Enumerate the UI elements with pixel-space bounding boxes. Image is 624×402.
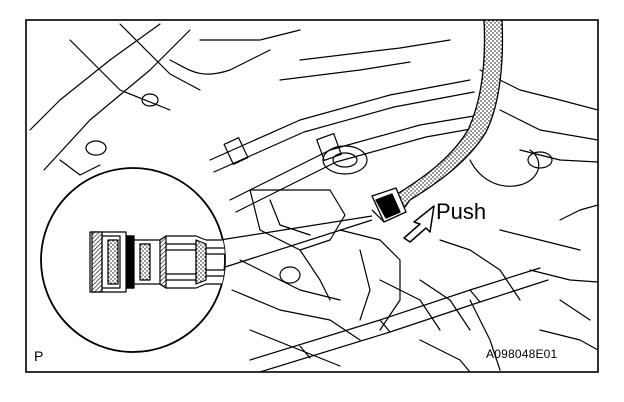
figure-code: A098048E01 <box>486 347 558 361</box>
detail-callout-circle <box>40 167 226 353</box>
callout-leaders <box>219 215 373 269</box>
engine-bay-linework <box>29 23 598 372</box>
fuel-hose <box>371 20 504 223</box>
push-arrow <box>403 205 435 243</box>
push-callout-label: Push <box>436 199 487 224</box>
corner-mark: P <box>34 348 44 364</box>
